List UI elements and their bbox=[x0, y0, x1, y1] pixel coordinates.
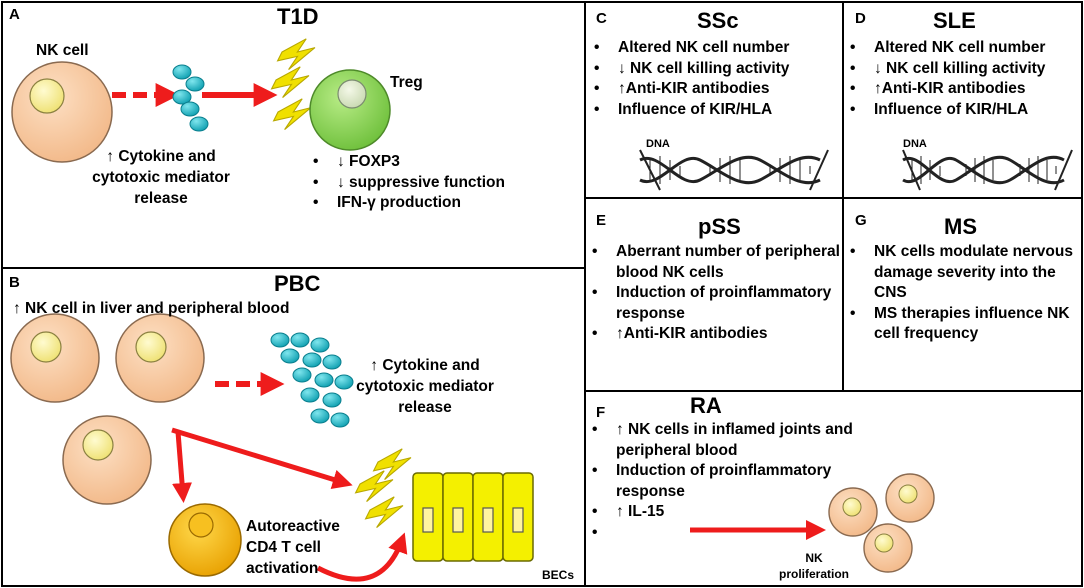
panel-b-title: PBC bbox=[274, 271, 321, 296]
list-item: ↓ NK cell killing activity bbox=[592, 59, 842, 80]
list-item: ↑ NK cells in inflamed joints and periph… bbox=[590, 420, 890, 461]
panel-g-title: MS bbox=[944, 214, 977, 239]
panel-f-title: RA bbox=[690, 393, 722, 418]
list-item: Induction of proinflammatory response bbox=[590, 283, 842, 324]
list-item: Induction of proinflammatory response bbox=[590, 461, 890, 502]
list-item: ↑Anti-KIR antibodies bbox=[590, 324, 842, 345]
arrow-b-to-becs bbox=[171, 427, 353, 490]
t-cell bbox=[168, 503, 242, 577]
lightning-b bbox=[355, 448, 412, 529]
panel-b-letter: B bbox=[9, 274, 20, 291]
list-item: Altered NK cell number bbox=[848, 38, 1082, 59]
list-item: Altered NK cell number bbox=[592, 38, 842, 59]
dna-label-c: DNA bbox=[646, 138, 670, 150]
cytokines-a bbox=[172, 64, 209, 132]
arrow-b-to-tcell bbox=[172, 431, 193, 503]
panel-c-letter: C bbox=[596, 10, 607, 27]
panel-a-letter: A bbox=[9, 6, 20, 23]
panel-g-letter: G bbox=[855, 212, 867, 229]
panel-f-ra bbox=[584, 390, 1083, 587]
panel-f-letter: F bbox=[596, 404, 606, 421]
panel-c-bullets: Altered NK cell number ↓ NK cell killing… bbox=[592, 38, 842, 120]
panel-c-title: SSc bbox=[697, 8, 739, 33]
panel-g-bullets: NK cells modulate nervous damage severit… bbox=[848, 242, 1082, 345]
list-item: Influence of KIR/HLA bbox=[592, 100, 842, 121]
list-item: ↑Anti-KIR antibodies bbox=[848, 79, 1082, 100]
panel-d-letter: D bbox=[855, 10, 866, 27]
nk-cells-b bbox=[10, 313, 205, 505]
list-item bbox=[590, 523, 890, 544]
panel-e-bullets: Aberrant number of peripheral blood NK c… bbox=[590, 242, 842, 345]
list-item: ↑ IL-15 bbox=[590, 502, 890, 523]
list-item: ↓ suppressive function bbox=[311, 173, 541, 194]
list-item: Influence of KIR/HLA bbox=[848, 100, 1082, 121]
list-item: ↑Anti-KIR antibodies bbox=[592, 79, 842, 100]
panel-f-bullets: ↑ NK cells in inflamed joints and periph… bbox=[590, 420, 890, 543]
list-item: ↓ NK cell killing activity bbox=[848, 59, 1082, 80]
nk-proliferation-label: NK proliferation bbox=[778, 551, 849, 581]
dna-helix-c bbox=[639, 149, 829, 191]
list-item: MS therapies influence NK cell frequency bbox=[848, 304, 1082, 345]
dna-helix-d bbox=[902, 149, 1073, 191]
dna-label-d: DNA bbox=[903, 138, 927, 150]
treg-label: Treg bbox=[390, 74, 423, 91]
lightning-a bbox=[271, 38, 316, 131]
panel-e-title: pSS bbox=[698, 214, 741, 239]
panel-b-subtitle: ↑ NK cell in liver and peripheral blood bbox=[13, 300, 290, 317]
curved-arrow-b bbox=[316, 532, 408, 582]
becs-label: BECs bbox=[542, 568, 575, 582]
list-item: NK cells modulate nervous damage severit… bbox=[848, 242, 1082, 304]
panel-e-letter: E bbox=[596, 212, 607, 229]
list-item: ↓ FOXP3 bbox=[311, 152, 541, 173]
cytokine-release-text-a: ↑ Cytokine and cytotoxic mediator releas… bbox=[92, 148, 230, 207]
panel-a-bullets: ↓ FOXP3 ↓ suppressive function IFN-γ pro… bbox=[311, 152, 541, 214]
cytokine-release-text-b: ↑ Cytokine and cytotoxic mediator releas… bbox=[356, 357, 494, 416]
list-item: Aberrant number of peripheral blood NK c… bbox=[590, 242, 842, 283]
treg-cell bbox=[309, 69, 391, 151]
cytokines-b bbox=[270, 332, 354, 428]
list-item: IFN-γ production bbox=[311, 193, 541, 214]
panel-a-title: T1D bbox=[277, 4, 319, 29]
nk-cell-a bbox=[11, 61, 113, 163]
t-cell-activation-text: Autoreactive CD4 T cell activation bbox=[246, 518, 340, 577]
becs-cells bbox=[412, 472, 534, 562]
panel-d-bullets: Altered NK cell number ↓ NK cell killing… bbox=[848, 38, 1082, 120]
panel-d-title: SLE bbox=[933, 8, 976, 33]
nk-cell-label: NK cell bbox=[36, 42, 89, 59]
